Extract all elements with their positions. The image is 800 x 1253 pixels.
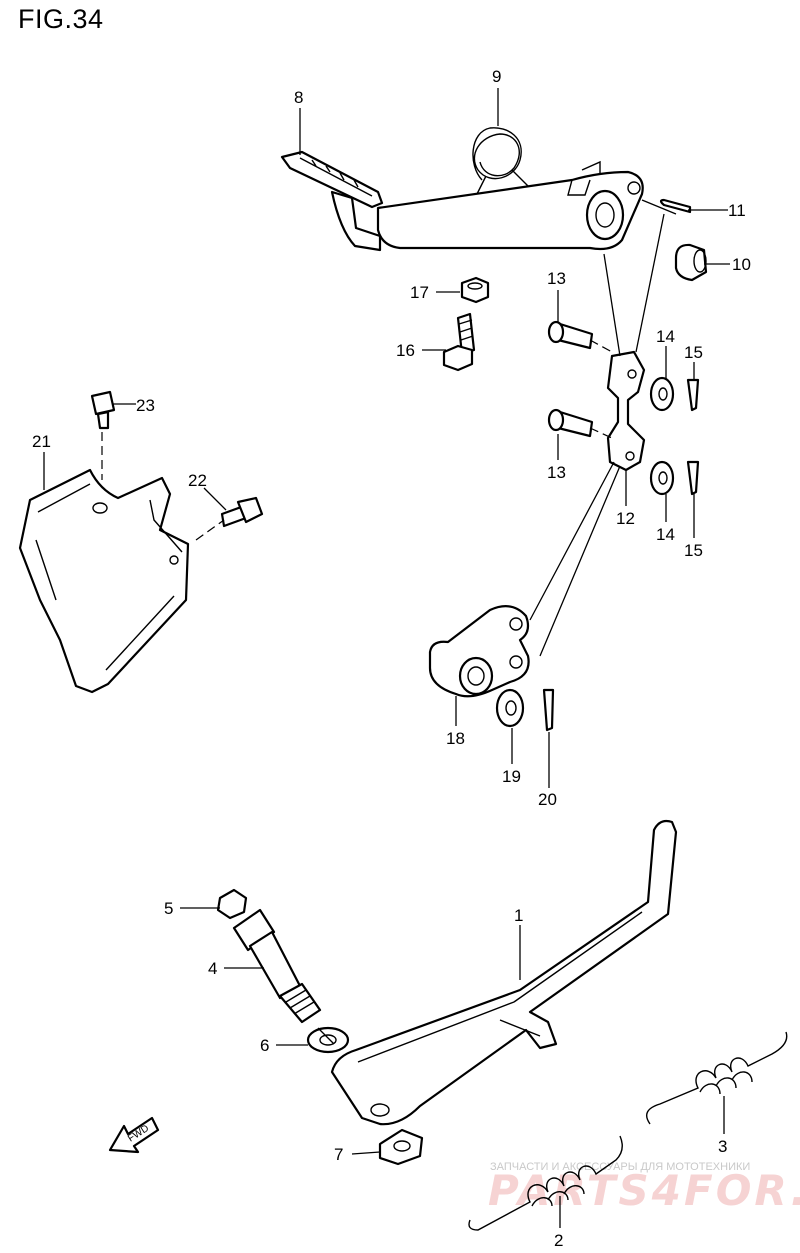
callout-16: 16 bbox=[396, 341, 415, 360]
lever-arm-18 bbox=[428, 605, 530, 698]
callout-3: 3 bbox=[718, 1137, 727, 1156]
callout-23: 23 bbox=[136, 396, 155, 415]
washer-14-upper bbox=[649, 376, 675, 412]
assembly-guide-lines-upper bbox=[101, 199, 677, 657]
callout-19: 19 bbox=[502, 767, 521, 786]
callout-18: 18 bbox=[446, 729, 465, 748]
clevis-pin-13-lower bbox=[547, 408, 594, 438]
assembly-guide-lines-lower bbox=[317, 1027, 335, 1045]
callout-7: 7 bbox=[334, 1145, 343, 1164]
callout-6: 6 bbox=[260, 1036, 269, 1055]
callout-13-lower: 13 bbox=[547, 463, 566, 482]
callout-8: 8 bbox=[294, 88, 303, 107]
callout-22: 22 bbox=[188, 471, 207, 490]
cotter-pin-11 bbox=[659, 198, 692, 214]
guard-bracket-21 bbox=[18, 468, 190, 694]
callout-4: 4 bbox=[208, 959, 217, 978]
washer-14-lower bbox=[649, 460, 675, 496]
watermark-caption: ЗАПЧАСТИ И АКСЕССУАРЫ ДЛЯ МОТОТЕХНИКИ bbox=[490, 1161, 750, 1173]
watermark-brand: PARTS4FOR.RU bbox=[488, 1166, 800, 1215]
callout-11: 11 bbox=[728, 201, 746, 220]
cotter-pin-20 bbox=[542, 688, 555, 732]
cotter-pin-15-upper bbox=[686, 378, 700, 412]
callout-1: 1 bbox=[514, 906, 523, 925]
callout-13-upper: 13 bbox=[547, 269, 566, 288]
washer-part-6 bbox=[306, 1026, 350, 1054]
callout-20: 20 bbox=[538, 790, 557, 809]
nut-part-7 bbox=[378, 1128, 424, 1166]
link-rod-12 bbox=[606, 350, 646, 472]
callout-14-lower: 14 bbox=[656, 525, 675, 544]
callout-15-upper: 15 bbox=[684, 343, 703, 362]
clevis-pin-13-upper bbox=[547, 320, 594, 350]
cotter-pin-15-lower bbox=[686, 460, 700, 496]
pivot-bolt-part-4 bbox=[232, 908, 322, 1024]
callout-9: 9 bbox=[492, 67, 501, 86]
callout-5: 5 bbox=[164, 899, 173, 918]
nut-part-17 bbox=[460, 276, 490, 304]
nut-part-5 bbox=[216, 888, 248, 920]
bolt-part-16 bbox=[442, 312, 476, 372]
washer-19 bbox=[495, 688, 525, 728]
callout-10: 10 bbox=[732, 255, 751, 274]
stand-arm-part-1 bbox=[330, 819, 678, 1126]
brake-pedal-arm bbox=[376, 160, 644, 251]
spring-part-9 bbox=[472, 127, 529, 197]
callout-21: 21 bbox=[32, 432, 51, 451]
callout-12: 12 bbox=[616, 509, 635, 528]
cap-part-10 bbox=[674, 243, 708, 282]
callout-14-upper: 14 bbox=[656, 327, 675, 346]
bolt-part-23 bbox=[90, 390, 116, 430]
callout-2: 2 bbox=[554, 1231, 563, 1250]
bolt-part-22 bbox=[220, 496, 264, 528]
footrest-part bbox=[280, 150, 384, 252]
spring-part-2 bbox=[468, 1135, 623, 1231]
callout-labels: 8 9 11 10 23 17 16 13 14 15 13 12 14 15 … bbox=[32, 67, 751, 1250]
spring-part-3 bbox=[646, 1031, 788, 1125]
forward-direction-arrow: FWD bbox=[108, 1116, 160, 1154]
figure-title: FIG.34 bbox=[18, 4, 104, 34]
callout-17-text: 17 bbox=[410, 283, 429, 302]
callout-15-lower: 15 bbox=[684, 541, 703, 560]
